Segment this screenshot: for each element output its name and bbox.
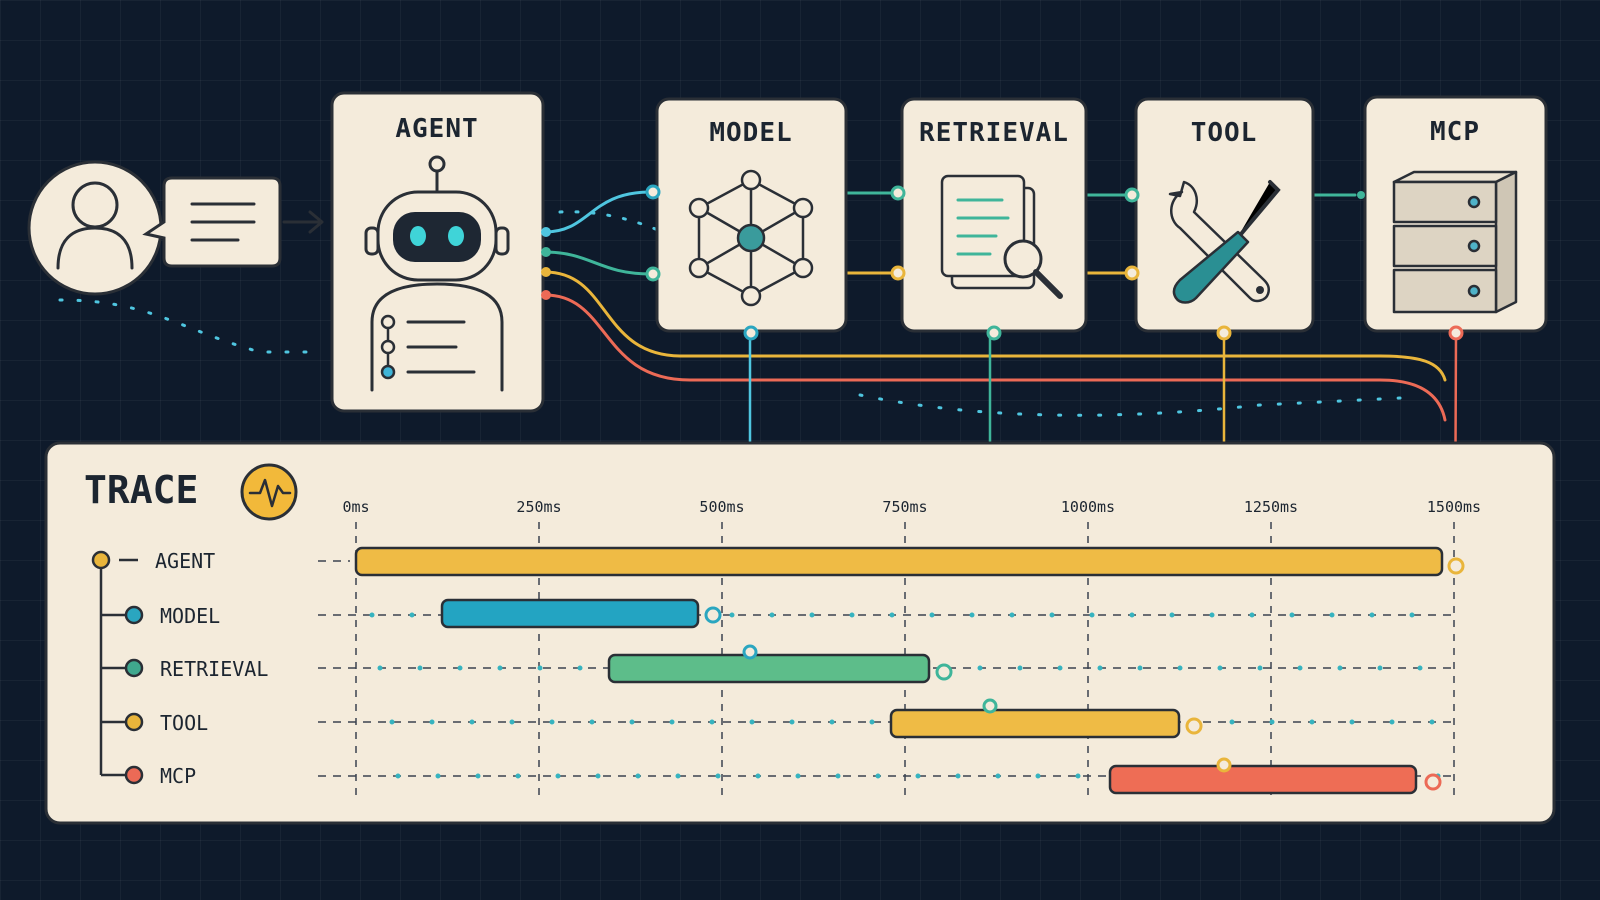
span-bar-mcp[interactable] bbox=[1108, 764, 1418, 795]
model-title: MODEL bbox=[709, 118, 792, 148]
retrieval-card[interactable]: RETRIEVAL bbox=[890, 97, 1088, 341]
model-card[interactable]: MODEL bbox=[645, 97, 848, 341]
row-label-mcp: MCP bbox=[160, 764, 196, 788]
span-bar-agent[interactable] bbox=[354, 546, 1444, 577]
user-node bbox=[27, 160, 324, 296]
tick-label: 1000ms bbox=[1061, 498, 1115, 516]
agent-title: AGENT bbox=[395, 114, 478, 144]
span-bar-tool[interactable] bbox=[889, 708, 1181, 739]
span-tree bbox=[91, 550, 144, 785]
tick-label: 500ms bbox=[699, 498, 744, 516]
span-bars bbox=[354, 546, 1465, 795]
user-flow-dots bbox=[58, 298, 322, 354]
mcp-card[interactable]: MCP bbox=[1357, 95, 1548, 341]
tool-card[interactable]: TOOL bbox=[1124, 97, 1315, 341]
link-agent-mcp-yellow bbox=[543, 270, 1447, 382]
span-bar-retrieval[interactable] bbox=[607, 653, 931, 684]
agent-card[interactable]: AGENT bbox=[330, 91, 551, 413]
tick-label: 1250ms bbox=[1244, 498, 1298, 516]
tick-label: 1500ms bbox=[1427, 498, 1481, 516]
row-label-tool: TOOL bbox=[160, 711, 208, 735]
message-bubble-icon bbox=[142, 176, 282, 268]
row-label-model: MODEL bbox=[160, 604, 220, 628]
row-guide-dots bbox=[369, 612, 1443, 779]
span-bar-model[interactable] bbox=[440, 598, 700, 629]
tick-label: 750ms bbox=[882, 498, 927, 516]
sparkle-dots-2 bbox=[858, 393, 1402, 417]
tick-label: 0ms bbox=[342, 498, 369, 516]
link-agent-mcp-red bbox=[543, 293, 1447, 422]
tool-title: TOOL bbox=[1191, 118, 1258, 148]
network-icon bbox=[688, 169, 814, 307]
tick-label: 250ms bbox=[516, 498, 561, 516]
row-label-retrieval: RETRIEVAL bbox=[160, 657, 268, 681]
trace-panel: TRACE 0ms 250ms 500ms 750ms 1000ms 1250m… bbox=[44, 441, 1556, 825]
row-label-agent: AGENT bbox=[155, 549, 215, 573]
wrench-screwdriver-icon bbox=[1168, 180, 1281, 304]
robot-icon bbox=[364, 155, 510, 392]
retrieval-title: RETRIEVAL bbox=[919, 118, 1069, 148]
server-stack-icon bbox=[1392, 170, 1518, 314]
link-agent-model-green bbox=[543, 250, 652, 276]
document-search-icon bbox=[940, 174, 1063, 299]
checklist-icon bbox=[380, 314, 476, 380]
arrow-right-icon bbox=[282, 210, 324, 234]
time-axis: 0ms 250ms 500ms 750ms 1000ms 1250ms 1500… bbox=[342, 498, 1481, 516]
mcp-title: MCP bbox=[1430, 117, 1480, 147]
user-icon bbox=[56, 181, 134, 270]
pulse-icon bbox=[240, 463, 298, 521]
trace-title: TRACE bbox=[84, 468, 198, 512]
